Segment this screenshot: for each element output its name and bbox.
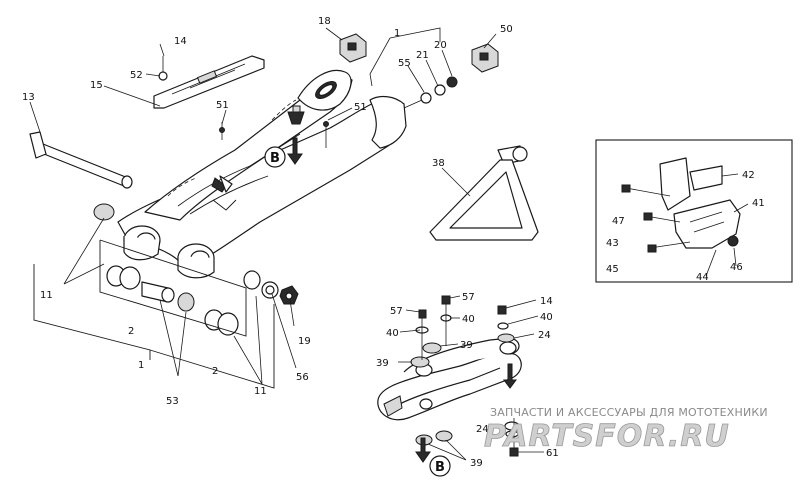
callout-19: 19 bbox=[298, 336, 311, 347]
callout-20: 20 bbox=[434, 40, 447, 51]
callout-14: 14 bbox=[174, 36, 187, 47]
swingarm bbox=[117, 69, 407, 279]
callout-57: 57 bbox=[462, 292, 475, 303]
callout-57: 57 bbox=[390, 306, 403, 317]
callout-41: 41 bbox=[752, 198, 765, 209]
svg-text:B: B bbox=[435, 460, 445, 475]
suspension-linkage bbox=[377, 337, 522, 421]
callout-39: 39 bbox=[460, 340, 473, 351]
callout-21: 21 bbox=[416, 50, 429, 61]
callout-39: 39 bbox=[470, 458, 483, 469]
callout-40: 40 bbox=[462, 314, 475, 325]
callout-1: 1 bbox=[138, 360, 144, 371]
chain-guide bbox=[153, 55, 265, 109]
adjuster-block-18 bbox=[339, 33, 367, 63]
adjuster-block-50 bbox=[471, 43, 499, 73]
callout-52: 52 bbox=[130, 70, 143, 81]
callout-40: 40 bbox=[386, 328, 399, 339]
chain-adjuster-parts bbox=[403, 76, 458, 109]
callout-15: 15 bbox=[90, 80, 103, 91]
callout-40: 40 bbox=[540, 312, 553, 323]
inset-detail bbox=[595, 139, 793, 283]
callout-39: 39 bbox=[376, 358, 389, 369]
callout-44: 44 bbox=[696, 272, 709, 283]
callout-47: 47 bbox=[612, 216, 625, 227]
watermark-tagline: ЗАПЧАСТИ И АКСЕССУАРЫ ДЛЯ МОТОТЕХНИКИ bbox=[490, 406, 768, 419]
bolt-51-left bbox=[219, 122, 225, 140]
callout-24: 24 bbox=[538, 330, 551, 341]
callout-13: 13 bbox=[22, 92, 35, 103]
callout-61: 61 bbox=[546, 448, 559, 459]
callout-56: 56 bbox=[296, 372, 309, 383]
marker-b-lower: B bbox=[415, 437, 451, 477]
linkage-hardware bbox=[410, 295, 520, 457]
callout-leaders bbox=[29, 27, 749, 461]
callout-38: 38 bbox=[432, 158, 445, 169]
callout-numbers: 13 14 52 15 18 1 21 20 50 55 51 51 38 11… bbox=[22, 16, 765, 469]
callout-18: 18 bbox=[318, 16, 331, 27]
callout-1: 1 bbox=[394, 28, 400, 39]
pivot-axle bbox=[29, 131, 133, 189]
marker-b-upper: B bbox=[264, 137, 303, 168]
rear-stand bbox=[429, 145, 539, 241]
callout-11: 11 bbox=[40, 290, 53, 301]
callout-46: 46 bbox=[730, 262, 743, 273]
assembly-guides bbox=[33, 217, 275, 389]
callout-51: 51 bbox=[354, 102, 367, 113]
svg-text:B: B bbox=[270, 151, 280, 166]
callout-43: 43 bbox=[606, 238, 619, 249]
callout-50: 50 bbox=[500, 24, 513, 35]
callout-24: 24 bbox=[476, 424, 489, 435]
callout-53: 53 bbox=[166, 396, 179, 407]
callout-14: 14 bbox=[540, 296, 553, 307]
watermark: ЗАПЧАСТИ И АКСЕССУАРЫ ДЛЯ МОТОТЕХНИКИ PA… bbox=[484, 406, 768, 454]
callout-45: 45 bbox=[606, 264, 619, 275]
callout-55: 55 bbox=[398, 58, 411, 69]
callout-42: 42 bbox=[742, 170, 755, 181]
callout-51: 51 bbox=[216, 100, 229, 111]
callout-2: 2 bbox=[128, 326, 134, 337]
bolt-51-right bbox=[323, 121, 329, 148]
callout-2: 2 bbox=[212, 366, 218, 377]
callout-11: 11 bbox=[254, 386, 267, 397]
watermark-brand: PARTSFOR.RU bbox=[484, 419, 730, 454]
